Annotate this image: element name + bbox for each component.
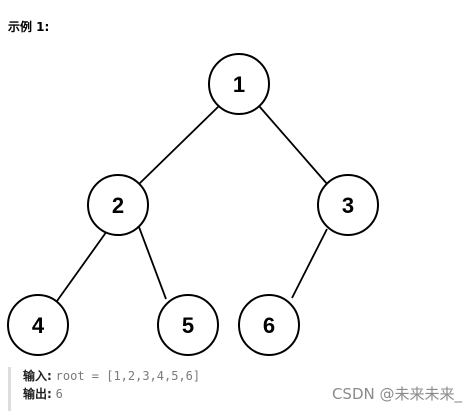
- output-label: 输出:: [23, 387, 52, 401]
- input-line: 输入: root = [1,2,3,4,5,6]: [23, 367, 308, 385]
- input-value: root = [1,2,3,4,5,6]: [55, 369, 201, 383]
- edge-2-4: [56, 230, 108, 302]
- tree-node-label: 6: [263, 313, 275, 338]
- output-line: 输出: 6: [23, 385, 308, 403]
- tree-node-4: 4: [7, 294, 69, 356]
- tree-node-5: 5: [157, 294, 219, 356]
- tree-node-2: 2: [87, 174, 149, 236]
- edge-3-6: [291, 228, 328, 299]
- edge-2-5: [138, 226, 167, 300]
- tree-node-label: 3: [342, 193, 354, 218]
- tree-node-1: 1: [208, 53, 270, 115]
- csdn-watermark: CSDN @未来未来_: [331, 385, 462, 403]
- tree-node-label: 1: [233, 72, 245, 97]
- example-heading: 示例 1:: [8, 20, 50, 34]
- tree-node-label: 5: [182, 313, 194, 338]
- edge-1-3: [258, 105, 329, 186]
- tree-node-label: 2: [112, 193, 124, 218]
- tree-node-6: 6: [238, 294, 300, 356]
- example-io-block: 输入: root = [1,2,3,4,5,6] 输出: 6: [8, 367, 308, 411]
- edge-1-2: [138, 105, 220, 185]
- tree-node-3: 3: [317, 174, 379, 236]
- binary-tree-diagram: 1 2 3 4 5 6: [7, 53, 379, 356]
- output-value: 6: [55, 387, 63, 401]
- input-label: 输入:: [23, 369, 52, 383]
- tree-node-label: 4: [32, 313, 45, 338]
